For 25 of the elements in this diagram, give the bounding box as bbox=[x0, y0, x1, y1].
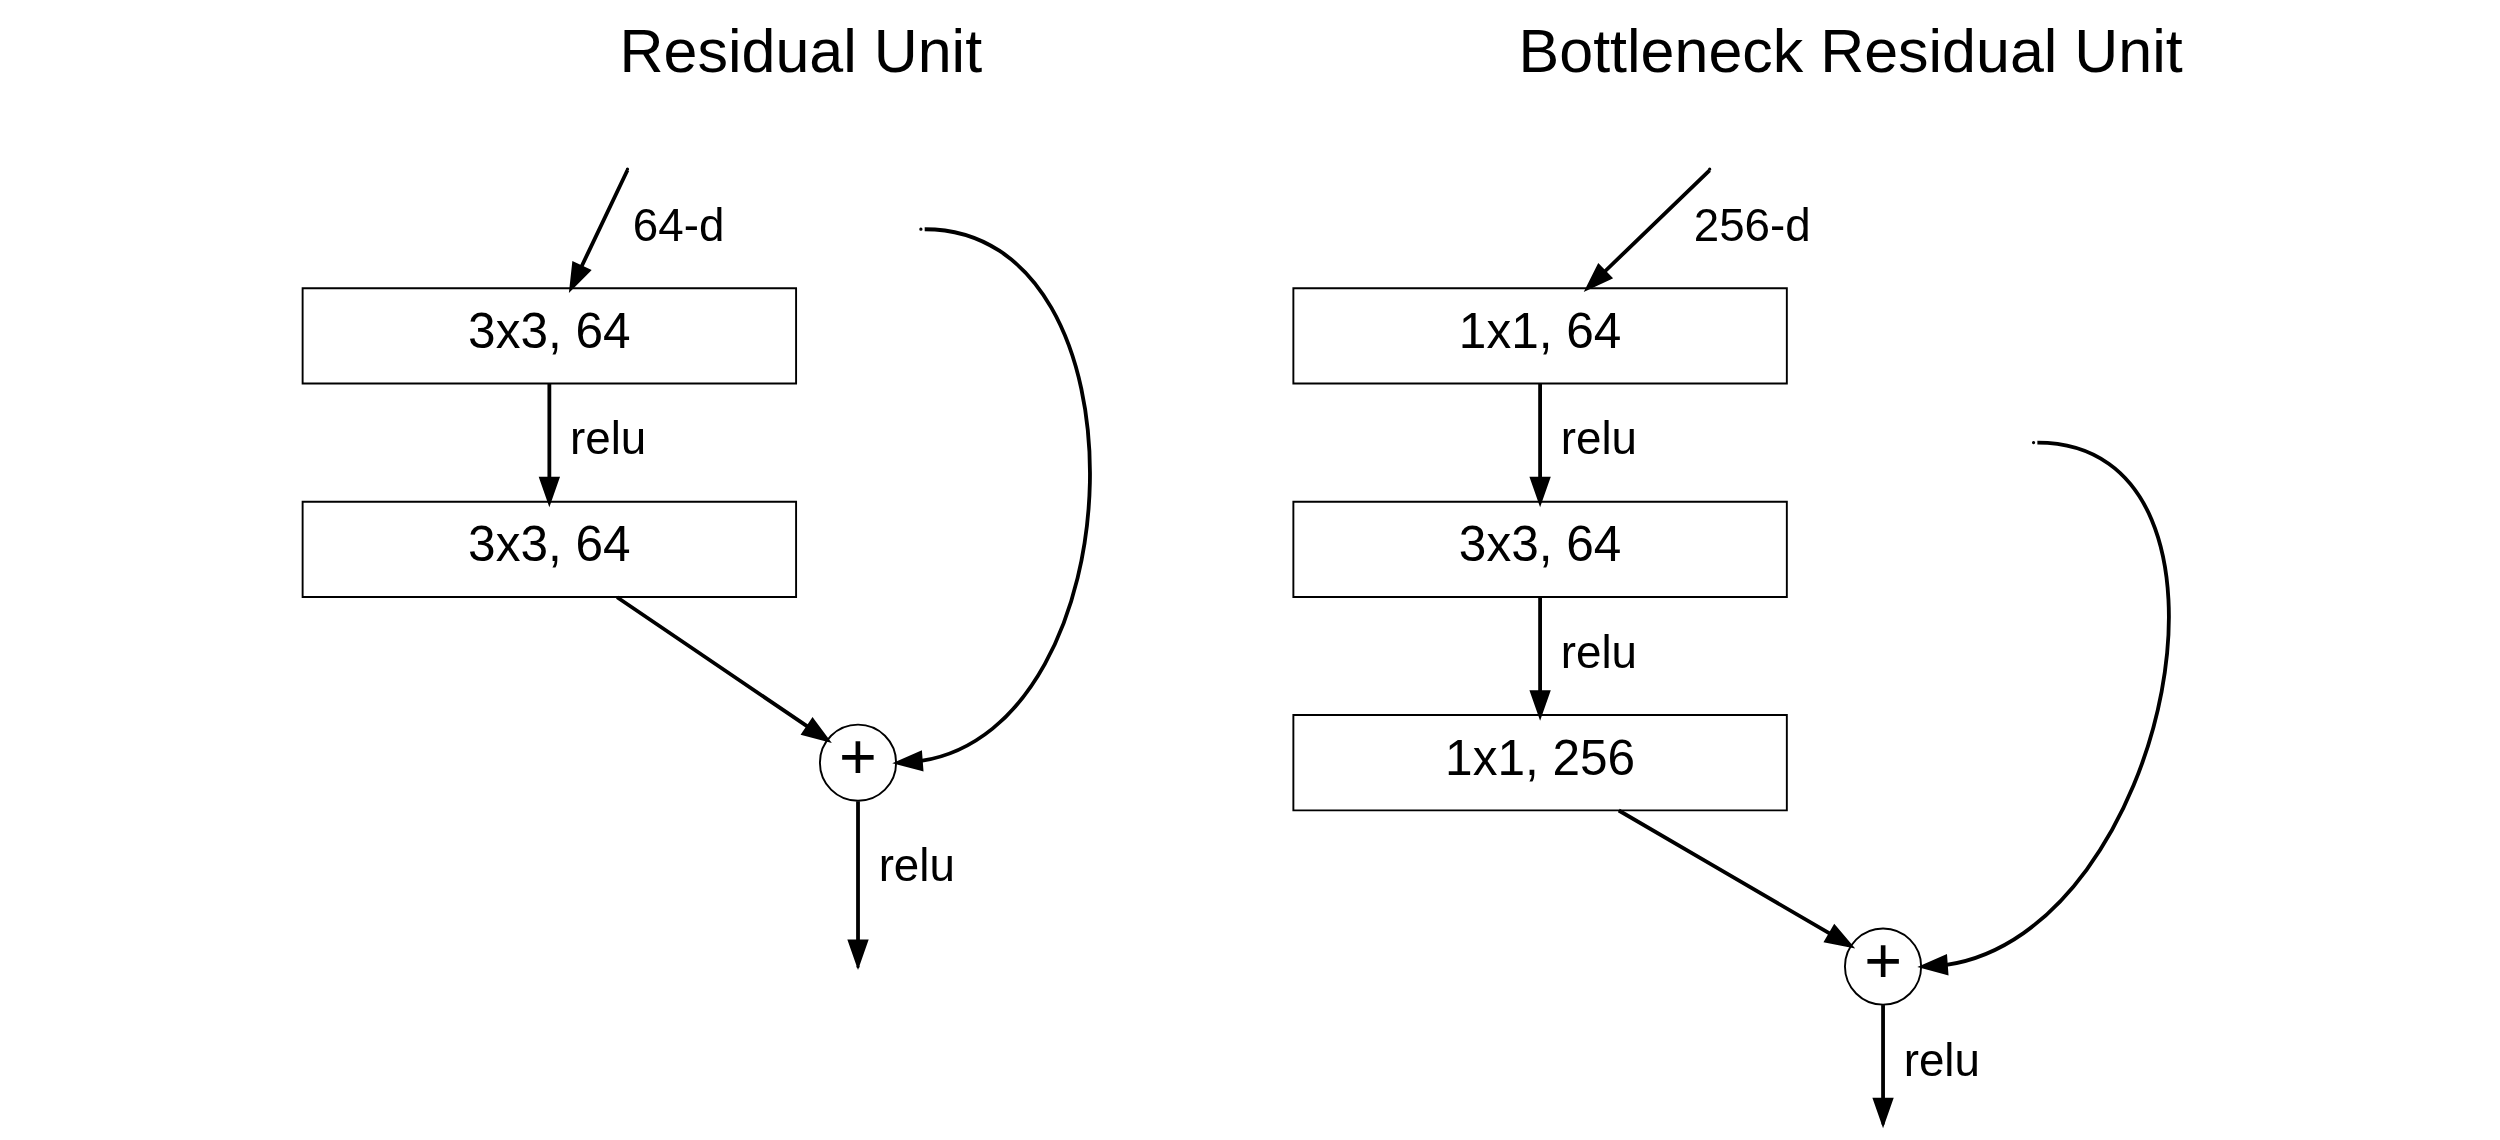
node-circle: + bbox=[818, 723, 897, 802]
label: Residual Unit bbox=[619, 17, 982, 86]
node-box: 3x3, 64 bbox=[301, 287, 797, 385]
label: Bottleneck Residual Unit bbox=[1518, 17, 2183, 86]
arrow bbox=[1583, 168, 1711, 292]
edge-label: relu bbox=[878, 840, 955, 892]
arrow bbox=[538, 383, 560, 508]
node-box: 3x3, 64 bbox=[301, 500, 797, 598]
arrow bbox=[1617, 808, 1855, 949]
node-box: 1x1, 256 bbox=[1291, 714, 1788, 812]
arrow bbox=[1528, 597, 1551, 721]
edge-label: 64-d bbox=[632, 200, 724, 252]
node-box: 3x3, 64 bbox=[1291, 500, 1788, 598]
arrow bbox=[1528, 383, 1551, 508]
arrow bbox=[568, 169, 629, 294]
edge-label: relu bbox=[569, 413, 646, 465]
node-circle: + bbox=[1843, 927, 1922, 1006]
edge-label: relu bbox=[1560, 626, 1637, 678]
edge-label: relu bbox=[1903, 1034, 1980, 1086]
arrow bbox=[1916, 440, 2170, 976]
edge-label: relu bbox=[1560, 413, 1637, 465]
edge-label: 256-d bbox=[1693, 200, 1811, 252]
arrow bbox=[891, 227, 1092, 772]
arrow bbox=[615, 595, 832, 744]
node-box: 1x1, 64 bbox=[1291, 287, 1788, 385]
